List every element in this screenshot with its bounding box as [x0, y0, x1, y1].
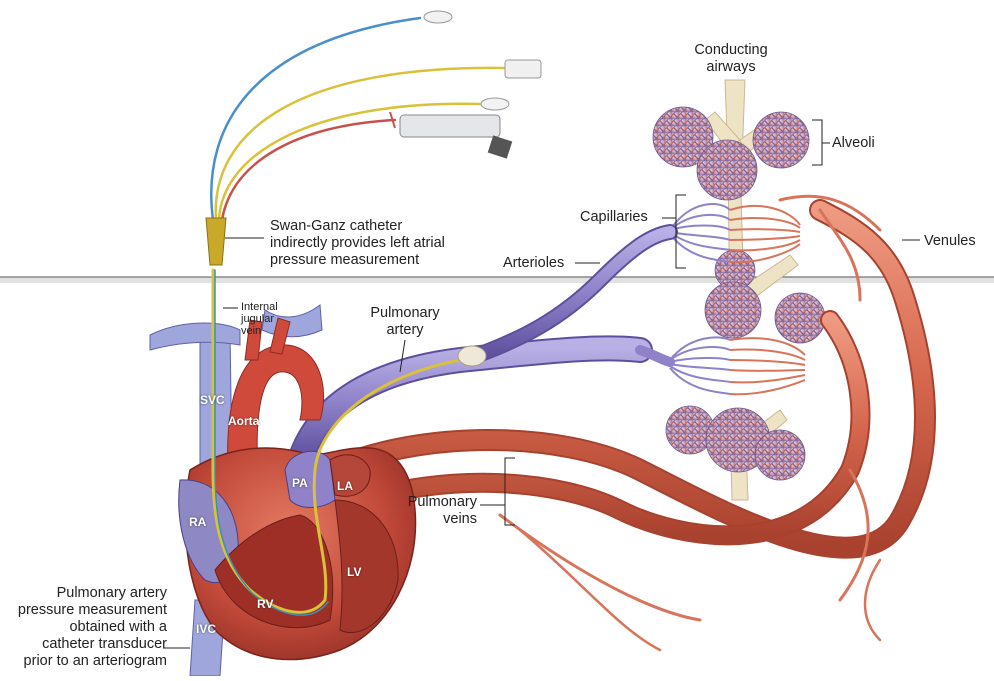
heart — [149, 304, 417, 677]
catheter-balloon — [457, 345, 487, 367]
capillary-bed-lower — [669, 336, 806, 396]
skin-surface — [0, 277, 994, 283]
label-rv: RV — [257, 597, 274, 611]
catheter-hub — [205, 217, 227, 266]
label-conducting-airways: Conducting airways — [694, 42, 768, 75]
label-svc: SVC — [200, 393, 225, 407]
label-venules: Venules — [924, 233, 976, 249]
label-pulmonary-veins: Pulmonary veins — [407, 494, 477, 527]
label-pa-pressure: Pulmonary artery pressure measurement ob… — [17, 585, 167, 669]
label-swan-ganz: Swan-Ganz catheter indirectly provides l… — [270, 218, 445, 268]
label-pa: PA — [292, 476, 308, 490]
pulmonary-veins — [319, 194, 936, 652]
swan-ganz-catheter — [210, 16, 507, 616]
label-internal-jugular-vein: Internal jugular vein — [241, 301, 278, 337]
label-ra: RA — [189, 515, 207, 529]
catheter-ports — [389, 10, 542, 159]
label-ivc: IVC — [196, 622, 217, 636]
label-alveoli: Alveoli — [832, 135, 875, 151]
label-lv: LV — [347, 565, 362, 579]
alveoli-clusters — [652, 106, 826, 481]
label-arterioles: Arterioles — [503, 255, 565, 271]
label-pulmonary-artery: Pulmonary artery — [370, 305, 440, 338]
leader-lines — [163, 119, 920, 649]
label-aorta: Aorta — [228, 414, 260, 428]
label-capillaries: Capillaries — [580, 209, 648, 225]
label-la: LA — [337, 479, 353, 493]
